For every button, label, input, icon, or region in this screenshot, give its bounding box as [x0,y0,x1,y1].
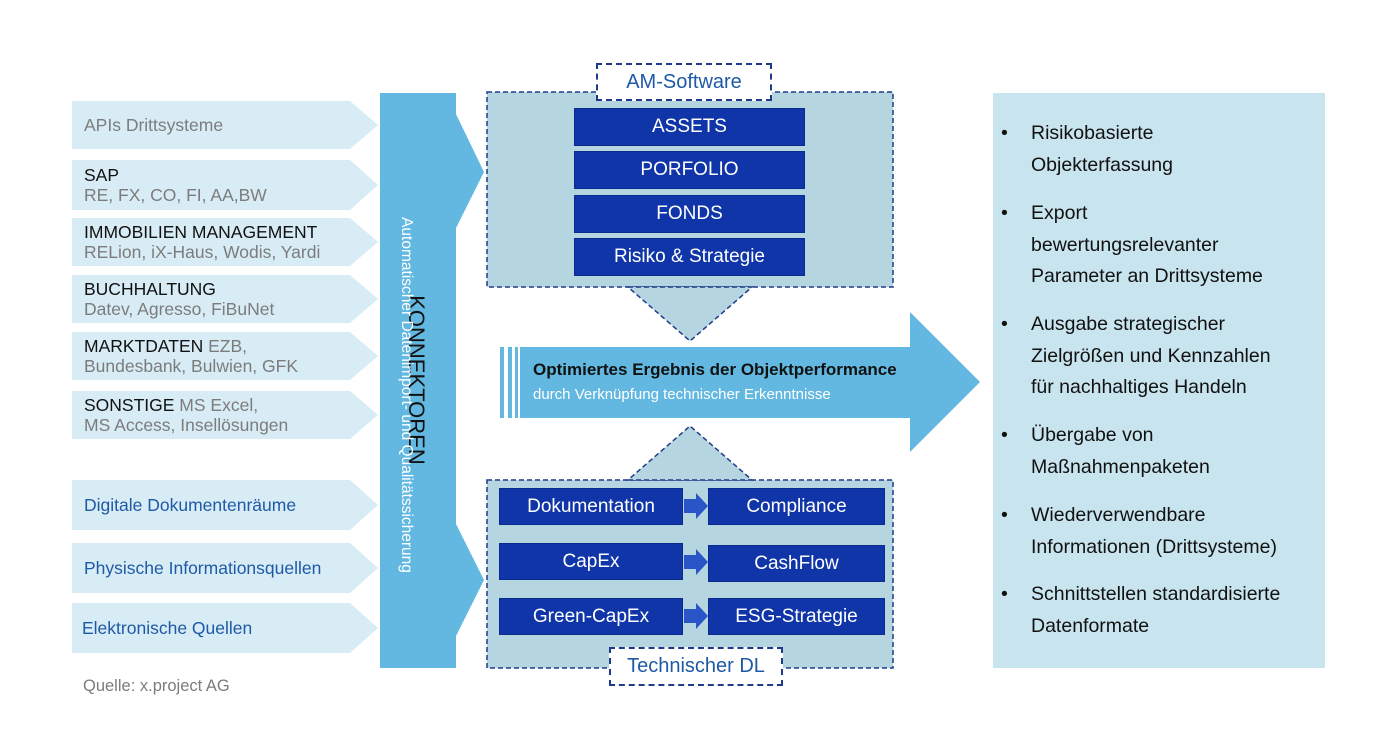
am-down-arrow [625,286,755,342]
tdl-compliance: Compliance [708,488,885,525]
benefit-item: • Schnittstellen standardisierte Datenfor… [1001,579,1323,642]
source-elektronische-quellen: Elektronische Quellen [72,603,350,653]
tdl-dokumentation: Dokumentation [499,488,683,525]
source-immobilien-title: IMMOBILIEN MANAGEMENT [84,222,318,242]
source-sap: SAP RE, FX, CO, FI, AA,BW [72,160,350,210]
result-subtitle: durch Verknüpfung technischer Erkenntnis… [533,386,831,403]
source-buchhaltung-detail: Datev, Agresso, FiBuNet [84,299,275,319]
result-arrow-shape [500,312,980,452]
result-title: Optimiertes Ergebnis der Objektperforman… [533,360,897,379]
source-buchhaltung: BUCHHALTUNG Datev, Agresso, FiBuNet [72,275,350,323]
source-sonstige-title: SONSTIGE [84,395,175,415]
tdl-row-arrows [684,493,708,629]
source-sonstige-line1: SONSTIGE MS Excel, [84,395,350,415]
tdl-cashflow: CashFlow [708,545,885,582]
source-sap-detail: RE, FX, CO, FI, AA,BW [84,185,267,205]
source-physische-informationsquellen: Physische Informationsquellen [72,543,362,593]
source-marktdaten-detail: Bundesbank, Bulwien, GFK [84,356,299,376]
tdl-capex: CapEx [499,543,683,580]
benefit-item: • Wiederverwendbare Informationen (Dritts… [1001,500,1321,563]
source-apis: APIs Drittsysteme [72,101,350,149]
tdl-green-capex: Green-CapEx [499,598,683,635]
benefit-text: Ausgabe strategischer Zielgrößen und Ken… [1031,313,1271,398]
benefits-panel [993,93,1325,668]
bullet-icon: • [1001,504,1008,526]
module-assets: ASSETS [574,108,805,146]
tdl-esg-strategie: ESG-Strategie [708,598,885,635]
source-elektronische-label: Elektronische Quellen [82,618,253,638]
source-sonstige-detail: MS Access, Insellösungen [84,415,289,435]
source-digitale-label: Digitale Dokumentenräume [84,495,297,515]
source-marktdaten-title: MARKTDATEN [84,336,204,356]
source-sonstige-excel: MS Excel, [174,395,259,415]
benefit-text: Schnittstellen standardisierte Datenform… [1031,583,1281,637]
source-immobilien: IMMOBILIEN MANAGEMENT RELion, iX-Haus, W… [72,218,362,266]
bullet-icon: • [1001,313,1008,335]
module-risiko-strategie: Risiko & Strategie [574,238,805,276]
benefit-text: Wiederverwendbare Informationen (Drittsy… [1031,504,1277,558]
bullet-icon: • [1001,122,1008,144]
source-sonstige: SONSTIGE MS Excel, MS Access, Insellösun… [72,391,350,439]
source-marktdaten-ezb: EZB, [203,336,248,356]
source-sap-title: SAP [84,165,120,185]
source-immobilien-detail: RELion, iX-Haus, Wodis, Yardi [84,242,321,262]
technischer-dl-label: Technischer DL [609,647,783,686]
source-buchhaltung-title: BUCHHALTUNG [84,279,216,299]
benefit-text: Export bewertungsrelevanter Parameter an… [1031,202,1263,287]
source-arrows [72,101,378,653]
connector-subtitle: Automatischer Datenimport- und Qualitäts… [398,217,415,573]
source-digitale-dokumentenraeume: Digitale Dokumentenräume [72,480,350,530]
benefit-text: Übergabe von Maßnahmenpaketen [1031,424,1210,478]
benefit-text: Risikobasierte Objekterfassung [1031,122,1173,176]
module-fonds: FONDS [574,195,805,233]
benefit-item: • Risikobasierte Objekterfassung [1001,118,1321,181]
source-marktdaten: MARKTDATEN EZB, Bundesbank, Bulwien, GFK [72,332,350,380]
source-apis-label: APIs Drittsysteme [84,115,224,135]
connector-bar-shape [380,93,484,668]
benefit-item: • Ausgabe strategischer Zielgrößen und Ke… [1001,309,1321,404]
tdl-up-arrow [625,425,755,481]
bullet-icon: • [1001,424,1008,446]
bullet-icon: • [1001,202,1008,224]
source-physische-label: Physische Informationsquellen [84,558,322,578]
am-software-label: AM-Software [596,63,772,101]
module-portfolio: PORFOLIO [574,151,805,189]
benefit-item: • Übergabe von Maßnahmenpaketen [1001,420,1321,483]
source-marktdaten-line1: MARKTDATEN EZB, [84,336,350,356]
bullet-icon: • [1001,583,1008,605]
benefit-item: • Export bewertungsrelevanter Parameter a… [1001,198,1321,293]
source-credit: Quelle: x.project AG [83,677,230,695]
